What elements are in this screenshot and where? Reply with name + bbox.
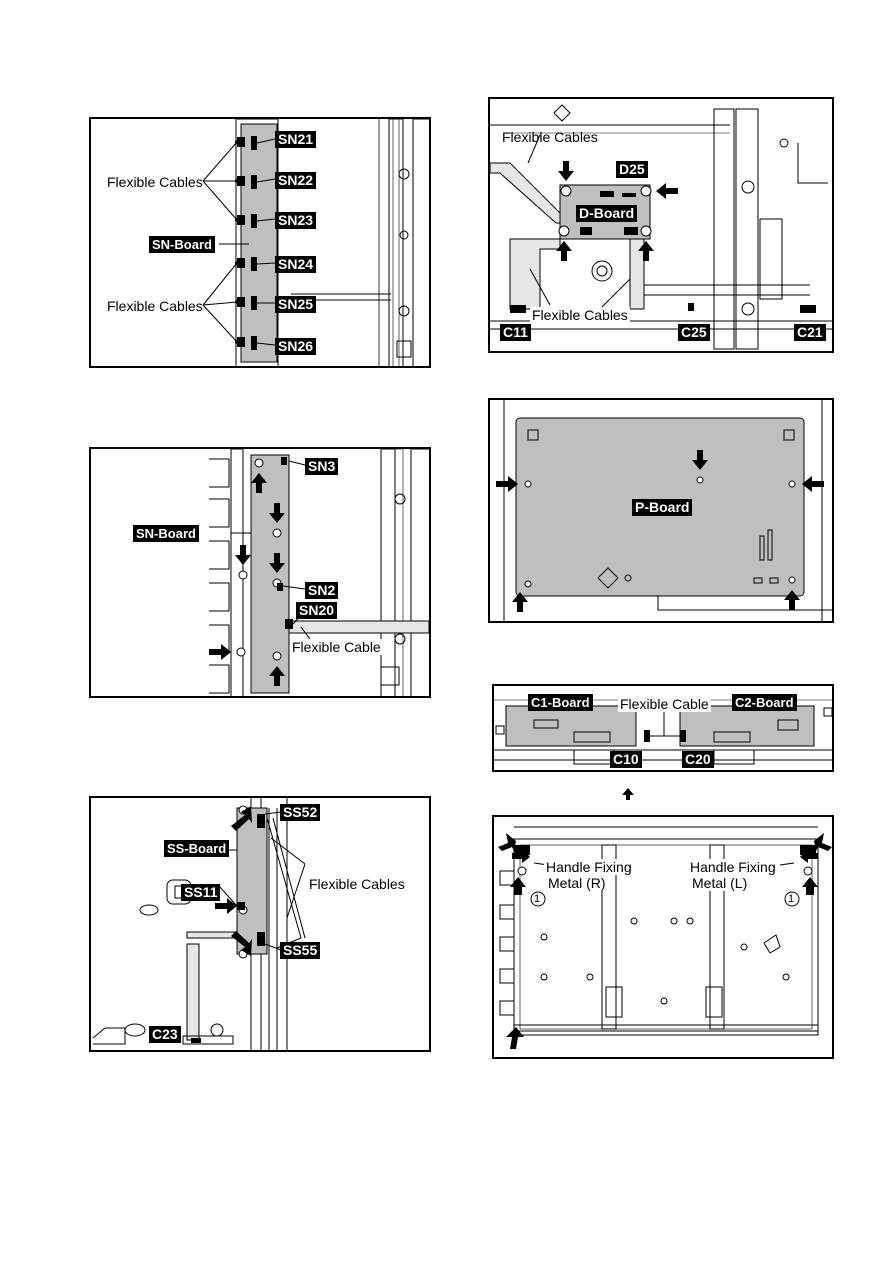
connector-label-c23: C23 <box>149 1026 181 1043</box>
figure-sn-board: SN3 SN-Board SN2 SN20 Flexible Cable <box>89 447 431 698</box>
figure-handle-fixing: Handle Fixing Metal (R) Handle Fixing Me… <box>492 815 834 1059</box>
c1-board-label: C1-Board <box>528 694 593 711</box>
p-board-label: P-Board <box>632 499 693 516</box>
c-boards-drawing <box>494 699 832 765</box>
connector-label-sn25: SN25 <box>275 296 317 313</box>
ss-board-drawing <box>92 798 306 1050</box>
connector-label-d25: D25 <box>616 161 648 178</box>
sn-board-label: SN-Board <box>149 236 215 253</box>
handle-fixing-r-label-line2: Metal (R) <box>546 875 608 891</box>
connector-label-ss52: SS52 <box>280 804 321 821</box>
flexible-cables-label-bottom: Flexible Cables <box>107 298 203 314</box>
connector-label-sn24: SN24 <box>275 256 317 273</box>
sn-cables-drawing <box>202 119 429 366</box>
small-up-arrow-icon <box>622 788 634 800</box>
c2-board-label: C2-Board <box>732 694 797 711</box>
connector-label-ss55: SS55 <box>280 942 321 959</box>
flexible-cables-label: Flexible Cables <box>309 876 405 892</box>
d-board-label: D-Board <box>576 205 638 222</box>
connector-label-sn26: SN26 <box>275 338 317 355</box>
flexible-cable-label: Flexible Cable <box>290 639 383 655</box>
connector-label-sn22: SN22 <box>275 172 317 189</box>
figure-c-boards: C1-Board Flexible Cable C2-Board C10 C20 <box>492 684 834 772</box>
connector-label-sn3: SN3 <box>305 458 339 475</box>
flexible-cable-label: Flexible Cable <box>618 696 711 712</box>
sn-board-label: SN-Board <box>133 525 199 542</box>
connector-label-sn23: SN23 <box>275 212 317 229</box>
connector-label-c25: C25 <box>678 324 710 341</box>
connector-label-c10: C10 <box>610 751 642 768</box>
marker-1-left: 1 <box>534 893 541 905</box>
connector-label-sn2: SN2 <box>305 582 339 599</box>
connector-label-sn20: SN20 <box>296 602 338 619</box>
handle-fixing-drawing <box>498 826 832 1049</box>
flexible-cables-label-top: Flexible Cables <box>107 174 203 190</box>
connector-label-c11: C11 <box>500 324 531 341</box>
figure-ss-board: SS52 SS-Board Flexible Cables SS11 SS55 … <box>89 796 431 1052</box>
figure-p-board: P-Board <box>488 398 834 623</box>
handle-fixing-l-label-line2: Metal (L) <box>690 875 750 891</box>
connector-label-c20: C20 <box>682 751 714 768</box>
figure-d-board: Flexible Cables D25 D-Board Flexible Cab… <box>488 97 834 353</box>
connector-label-ss11: SS11 <box>181 884 221 901</box>
connector-label-sn21: SN21 <box>275 131 317 148</box>
sn-board-drawing <box>209 449 429 696</box>
flexible-cables-label-bottom: Flexible Cables <box>530 307 630 323</box>
handle-fixing-l-label-line1: Handle Fixing <box>688 859 778 875</box>
connector-label-c21: C21 <box>794 324 826 341</box>
handle-fixing-r-label-line1: Handle Fixing <box>544 859 634 875</box>
marker-1-right: 1 <box>788 893 795 905</box>
figure-sn-cables: Flexible Cables SN-Board Flexible Cables… <box>89 117 431 368</box>
flexible-cables-label-top: Flexible Cables <box>502 129 598 145</box>
ss-board-label: SS-Board <box>164 840 230 857</box>
